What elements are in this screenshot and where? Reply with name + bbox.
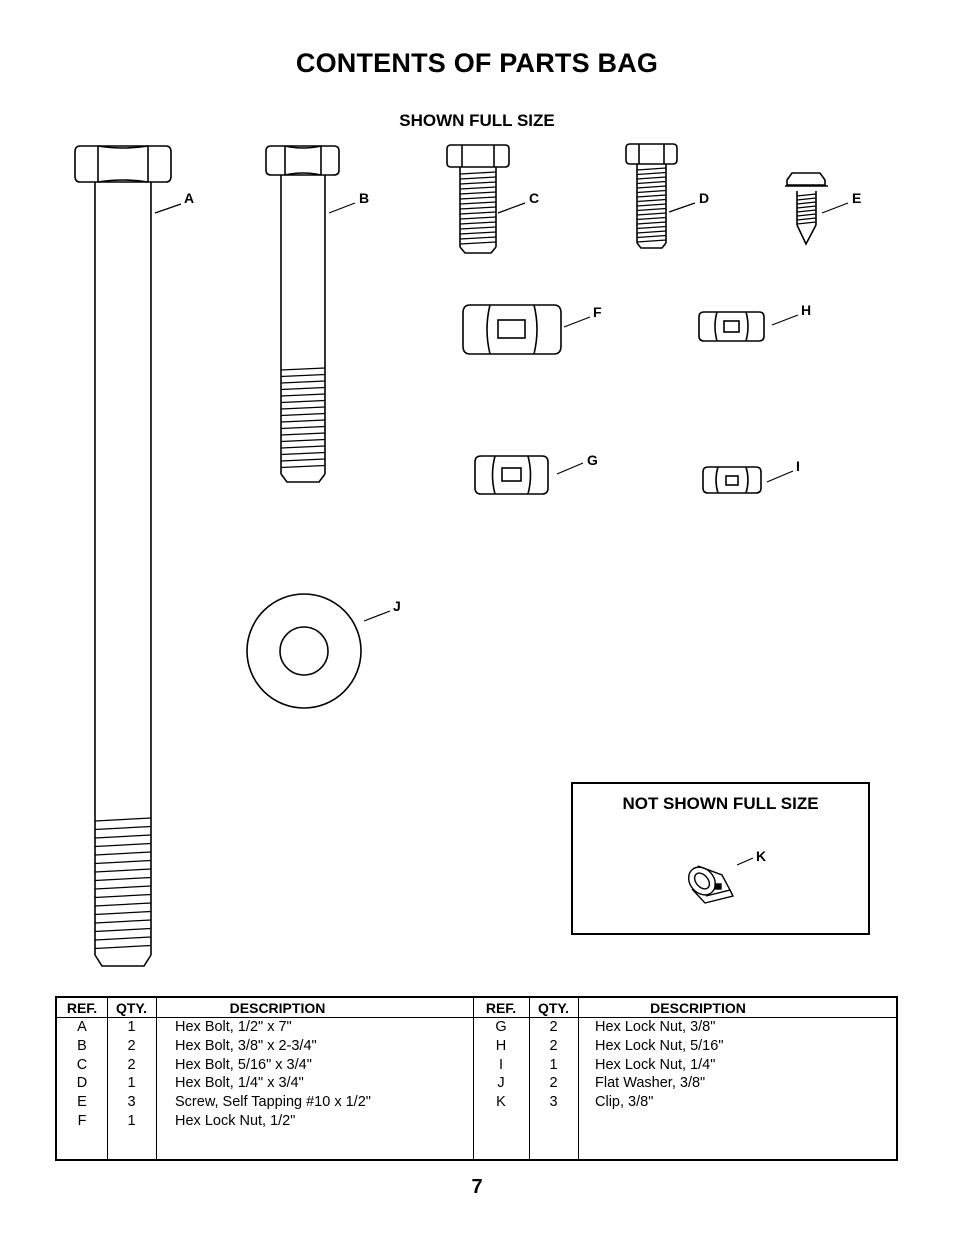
- table-cell-ref: G: [495, 1019, 507, 1035]
- header-description-right: DESCRIPTION: [650, 1000, 746, 1016]
- clip-k-drawing: [687, 865, 735, 904]
- table-cell-qty: 2: [127, 1037, 136, 1054]
- table-cell-desc: Hex Lock Nut, 1/4": [595, 1056, 716, 1073]
- table-cell-desc: Screw, Self Tapping #10 x 1/2": [175, 1094, 371, 1111]
- table-cell-desc: Hex Lock Nut, 3/8": [595, 1019, 716, 1035]
- callout-h: H: [801, 302, 812, 318]
- table-cell-desc: Clip, 3/8": [595, 1094, 654, 1111]
- callout-a: A: [184, 190, 195, 206]
- callout-b: B: [359, 190, 370, 206]
- parts-table: REF. QTY. DESCRIPTION REF. QTY. DESCRIPT…: [55, 996, 898, 1161]
- callout-c: C: [529, 190, 540, 206]
- table-cell-ref: E: [77, 1094, 87, 1111]
- page-number: 7: [471, 1176, 483, 1198]
- header-ref-left: REF.: [66, 1000, 98, 1016]
- table-cell-qty: 2: [549, 1037, 558, 1054]
- bolt-d-drawing: [625, 143, 678, 249]
- callout-g: G: [587, 452, 598, 468]
- table-cell-desc: Hex Bolt, 1/4" x 3/4": [175, 1075, 304, 1092]
- callout-f: F: [593, 304, 602, 320]
- nut-i-drawing: [702, 466, 762, 494]
- not-shown-full-size-heading: NOT SHOWN FULL SIZE: [622, 794, 819, 813]
- table-cell-desc: Hex Bolt, 3/8" x 2-3/4": [175, 1037, 317, 1054]
- bolt-b-drawing: [265, 145, 340, 483]
- bolt-a-drawing: [74, 145, 172, 967]
- header-qty-right: QTY.: [537, 1000, 570, 1016]
- callout-i: I: [796, 458, 800, 474]
- header-qty-left: QTY.: [115, 1000, 148, 1016]
- table-cell-qty: 1: [127, 1113, 136, 1129]
- screw-e-drawing: [785, 172, 828, 246]
- table-cell-ref: H: [495, 1037, 507, 1054]
- bolt-c-drawing: [446, 144, 510, 254]
- table-cell-qty: 3: [127, 1094, 136, 1111]
- callout-e: E: [852, 190, 862, 206]
- table-cell-ref: K: [496, 1094, 506, 1111]
- washer-j-drawing: [246, 593, 362, 709]
- table-cell-desc: Hex Lock Nut, 5/16": [595, 1037, 724, 1054]
- table-cell-qty: 2: [127, 1056, 136, 1073]
- nut-g-drawing: [474, 455, 549, 495]
- table-cell-desc: Hex Bolt, 5/16" x 3/4": [175, 1056, 312, 1073]
- table-cell-qty: 1: [127, 1075, 136, 1092]
- table-cell-desc: Flat Washer, 3/8": [595, 1075, 706, 1092]
- page-title: CONTENTS OF PARTS BAG: [295, 48, 659, 78]
- callout-d: D: [699, 190, 710, 206]
- table-cell-qty: 3: [549, 1094, 558, 1111]
- table-cell-ref: C: [76, 1056, 88, 1073]
- table-cell-ref: F: [77, 1113, 87, 1129]
- table-cell-qty: 1: [127, 1019, 136, 1035]
- table-cell-ref: D: [76, 1075, 88, 1092]
- table-cell-ref: B: [77, 1037, 87, 1054]
- nut-h-drawing: [698, 311, 765, 342]
- table-cell-desc: Hex Lock Nut, 1/2": [175, 1113, 296, 1129]
- not-shown-full-size-box: NOT SHOWN FULL SIZE: [571, 782, 870, 935]
- nut-f-drawing: [462, 304, 562, 355]
- table-cell-qty: 2: [549, 1019, 558, 1035]
- table-cell-qty: 1: [549, 1056, 558, 1073]
- table-cell-desc: Hex Bolt, 1/2" x 7": [175, 1019, 292, 1035]
- callout-k: K: [756, 848, 767, 864]
- table-cell-ref: J: [497, 1075, 505, 1092]
- callout-j: J: [393, 598, 401, 614]
- shown-full-size-heading: SHOWN FULL SIZE: [399, 111, 555, 130]
- header-description-left: DESCRIPTION: [229, 1000, 326, 1016]
- table-header-divider: [57, 1017, 896, 1018]
- table-cell-ref: A: [77, 1019, 87, 1035]
- callout-leaders: [154, 202, 849, 866]
- table-cell-qty: 2: [549, 1075, 558, 1092]
- table-cell-ref: I: [498, 1056, 504, 1073]
- header-ref-right: REF.: [485, 1000, 517, 1016]
